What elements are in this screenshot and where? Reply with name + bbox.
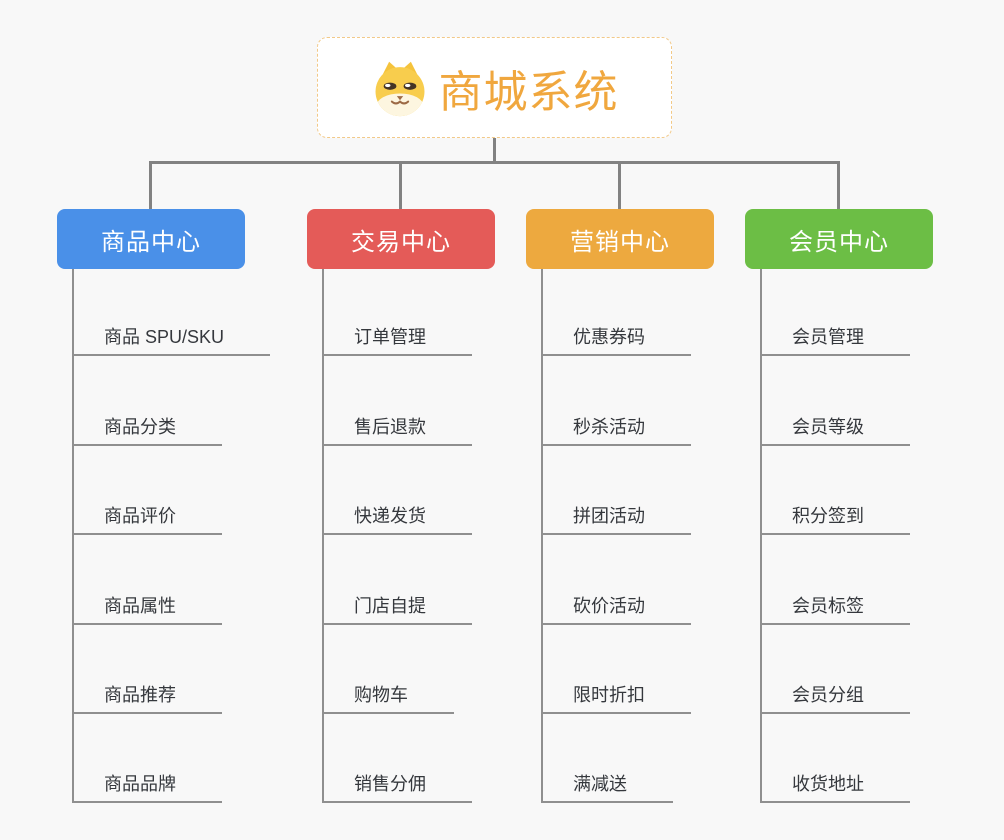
branch-node-marketing-center[interactable]: 营销中心: [526, 209, 714, 269]
leaf-node[interactable]: 快递发货: [322, 505, 472, 535]
leaf-node[interactable]: 订单管理: [322, 326, 472, 356]
leaf-node[interactable]: 积分签到: [760, 505, 910, 535]
leaf-node[interactable]: 拼团活动: [541, 505, 691, 535]
leaf-node[interactable]: 购物车: [322, 684, 454, 714]
leaf-node[interactable]: 商品评价: [72, 505, 222, 535]
branch-node-trade-center[interactable]: 交易中心: [307, 209, 495, 269]
leaf-node[interactable]: 商品推荐: [72, 684, 222, 714]
leaf-node[interactable]: 会员分组: [760, 684, 910, 714]
connector-drop-product: [149, 161, 152, 209]
connector-root-drop: [493, 138, 496, 164]
connector-rail-product: [72, 269, 74, 801]
connector-drop-member: [837, 161, 840, 209]
connector-drop-marketing: [618, 161, 621, 209]
branch-children-member-center: 会员管理 会员等级 积分签到 会员标签 会员分组 收货地址: [760, 269, 1004, 804]
branch-node-product-center[interactable]: 商品中心: [57, 209, 245, 269]
leaf-node[interactable]: 商品属性: [72, 595, 222, 625]
leaf-node[interactable]: 收货地址: [760, 773, 910, 803]
connector-rail-trade: [322, 269, 324, 801]
branch-children-trade-center: 订单管理 售后退款 快递发货 门店自提 购物车 销售分佣: [322, 269, 572, 804]
leaf-node[interactable]: 商品品牌: [72, 773, 222, 803]
leaf-node[interactable]: 门店自提: [322, 595, 472, 625]
leaf-node[interactable]: 优惠券码: [541, 326, 691, 356]
leaf-node[interactable]: 会员标签: [760, 595, 910, 625]
leaf-node[interactable]: 商品分类: [72, 416, 222, 446]
leaf-node[interactable]: 满减送: [541, 773, 673, 803]
leaf-node[interactable]: 商品 SPU/SKU: [72, 326, 271, 356]
leaf-node[interactable]: 限时折扣: [541, 684, 691, 714]
connector-drop-trade: [399, 161, 402, 209]
leaf-node[interactable]: 会员管理: [760, 326, 910, 356]
leaf-node[interactable]: 会员等级: [760, 416, 910, 446]
branch-children-marketing-center: 优惠券码 秒杀活动 拼团活动 砍价活动 限时折扣 满减送: [541, 269, 791, 804]
root-node[interactable]: 商城系统: [317, 37, 672, 138]
branch-node-member-center[interactable]: 会员中心: [745, 209, 933, 269]
root-node-label: 商城系统: [438, 67, 619, 117]
leaf-node[interactable]: 销售分佣: [322, 773, 472, 803]
leaf-node[interactable]: 秒杀活动: [541, 416, 691, 446]
connector-rail-marketing: [541, 269, 543, 801]
branch-children-product-center: 商品 SPU/SKU 商品分类 商品评价 商品属性 商品推荐 商品品牌: [72, 269, 322, 804]
leaf-node[interactable]: 售后退款: [322, 416, 472, 446]
dog-face-icon: [371, 59, 429, 117]
connector-rail-member: [760, 269, 762, 801]
leaf-node[interactable]: 砍价活动: [541, 595, 691, 625]
connector-horizontal: [149, 161, 840, 164]
